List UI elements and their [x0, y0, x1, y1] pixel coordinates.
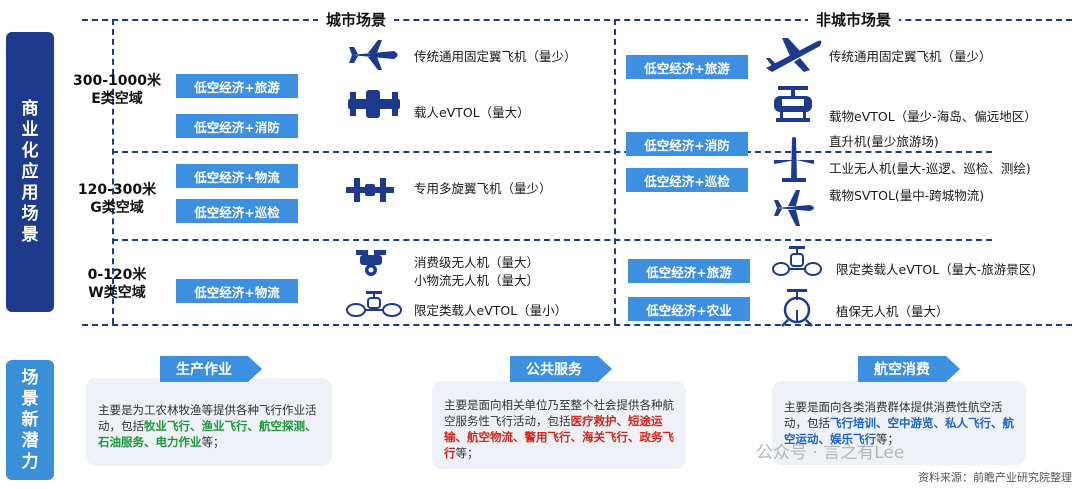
urban-item-limited-evtol: 限定类载人eVTOL（量小）	[414, 303, 568, 318]
consumer-drone-icon	[354, 248, 388, 278]
band-range: 300-1000米	[73, 73, 161, 89]
tag-rural-tourism: 低空经济+旅游	[626, 55, 748, 79]
tag-consumption: 航空消费	[858, 356, 960, 382]
urban-header: 城市场景	[318, 9, 395, 30]
non-urban-header: 非城市场景	[808, 9, 900, 30]
tag-urban-tourism: 低空经济+旅游	[176, 74, 298, 98]
rural-item-fixed-wing: 传统通用固定翼飞机（量少）	[829, 49, 992, 64]
tag-urban-inspection: 低空经济+巡检	[176, 199, 298, 223]
consumption-box: 主要是面向各类消费群体提供消费性航空活动，包括飞行培训、空中游览、私人飞行、航空…	[772, 381, 1026, 465]
production-text: 主要是为工农林牧渔等提供各种飞行作业活动，包括牧业飞行、渔业飞行、航空探测、石油…	[98, 403, 317, 449]
urban-item-logistics-drone: 小物流无人机（量大）	[414, 273, 540, 288]
tag-rural-agriculture: 低空经济+农业	[628, 297, 750, 321]
watermark: 公众号 · 言之有Lee	[756, 443, 905, 463]
center-divider	[614, 19, 616, 324]
urban-item-multirotor: 专用多旋翼飞机（量少）	[414, 181, 552, 196]
urban-item-consumer-drone: 消费级无人机（量大）	[414, 255, 540, 270]
band-range: 120-300米	[77, 182, 157, 198]
consumption-text: 主要是面向各类消费群体提供消费性航空活动，包括飞行培训、空中游览、私人飞行、航空…	[784, 400, 1014, 446]
multirotor-icon	[342, 174, 398, 206]
band-class: E类空域	[91, 91, 143, 107]
band-e: 300-1000米 E类空域	[62, 72, 172, 108]
left-divider	[112, 19, 114, 324]
rural-item-helicopter: 直升机(量少旅游场)	[829, 134, 939, 149]
band-divider-1	[112, 151, 992, 153]
tag-urban-firefighting: 低空经济+消防	[176, 114, 298, 138]
new-potential-label: 场景新潜力	[6, 360, 54, 480]
tag-production: 生产作业	[160, 356, 262, 382]
limited-evtol-icon	[346, 290, 402, 320]
industrial-plane-icon	[772, 136, 816, 184]
commercial-scenes-label: 商业化应用场景	[6, 32, 54, 312]
airliner-icon	[762, 34, 824, 74]
band-class: W类空域	[88, 285, 146, 301]
public-service-box: 主要是面向相关单位乃至整个社会提供各种航空服务性飞行活动，包括医疗救护、短途运输…	[432, 381, 686, 469]
rural-item-industrial-drone: 工业无人机(量大-巡逻、巡检、测绘)	[829, 161, 1031, 176]
tag-rural-firefighting: 低空经济+消防	[626, 132, 748, 156]
rural-item-limited-evtol: 限定类载人eVTOL（量大-旅游景区)	[836, 262, 1037, 277]
tag-public-service: 公共服务	[510, 356, 612, 382]
source-note: 资料来源：前瞻产业研究院整理	[918, 471, 1072, 484]
band-divider-2	[112, 239, 992, 241]
band-w: 0-120米 W类空域	[62, 266, 172, 302]
cargo-evtol-icon	[770, 84, 816, 128]
rural-item-cargo-evtol: 载物eVTOL（量少-海岛、偏远地区）	[829, 109, 1037, 124]
passenger-evtol-icon	[346, 86, 402, 122]
urban-item-passenger-evtol: 载人eVTOL（量大）	[414, 105, 530, 120]
tag-urban-logistics: 低空经济+物流	[176, 164, 298, 188]
tag-rural-tourism-low: 低空经济+旅游	[628, 259, 750, 283]
production-box: 主要是为工农林牧渔等提供各种飞行作业活动，包括牧业飞行、渔业飞行、航空探测、石油…	[86, 378, 332, 466]
limited-evtol-rural-icon	[772, 245, 822, 281]
public-service-text: 主要是面向相关单位乃至整个社会提供各种航空服务性飞行活动，包括医疗救护、短途运输…	[444, 398, 674, 460]
tag-rural-inspection: 低空经济+巡检	[626, 168, 748, 192]
svtol-icon	[772, 188, 818, 228]
band-g: 120-300米 G类空域	[62, 181, 172, 217]
urban-item-fixed-wing: 传统通用固定翼飞机（量少）	[414, 49, 577, 64]
band-class: G类空域	[90, 200, 144, 216]
tag-urban-logistics-low: 低空经济+物流	[176, 279, 298, 303]
top-divider	[82, 19, 1072, 21]
rural-item-svtol: 载物SVTOL(量中-跨城物流)	[829, 188, 985, 203]
rural-item-crop-drone: 植保无人机（量大）	[836, 304, 949, 319]
fixed-wing-plane-icon	[346, 38, 402, 72]
bottom-divider	[82, 324, 1072, 326]
crop-protection-drone-icon	[774, 288, 820, 328]
band-range: 0-120米	[87, 267, 147, 283]
